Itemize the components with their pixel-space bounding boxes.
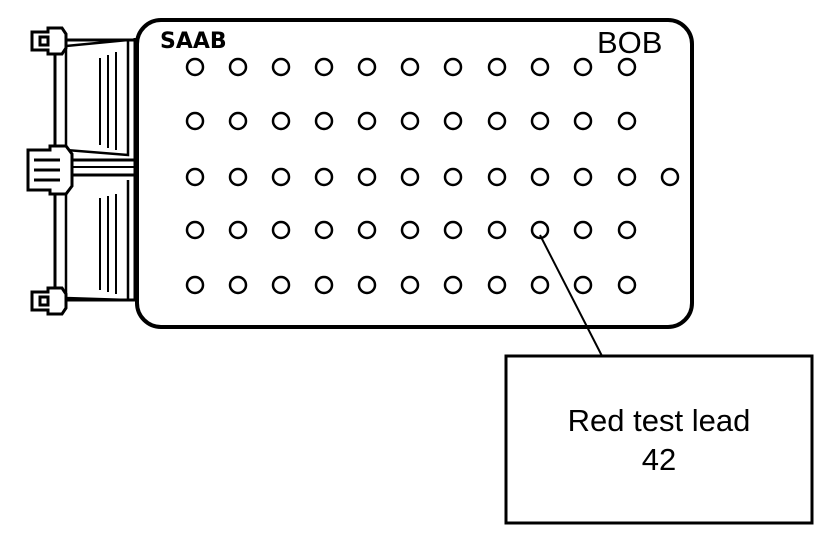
pin-hole bbox=[400, 111, 420, 131]
pin-hole bbox=[617, 220, 637, 240]
pin-hole bbox=[185, 57, 205, 77]
pin-hole bbox=[228, 57, 248, 77]
pin-hole bbox=[530, 275, 550, 295]
pin-hole bbox=[271, 275, 291, 295]
pin-hole bbox=[271, 167, 291, 187]
callout-line-1: Red test lead bbox=[568, 403, 751, 438]
pin-hole bbox=[443, 111, 463, 131]
pin-hole bbox=[617, 167, 637, 187]
pin-hole bbox=[530, 57, 550, 77]
pin-hole bbox=[357, 275, 377, 295]
pin-hole bbox=[271, 57, 291, 77]
pin-hole bbox=[530, 220, 550, 240]
plug-top bbox=[30, 26, 68, 56]
pin-hole bbox=[400, 57, 420, 77]
pin-hole bbox=[660, 167, 680, 187]
pin-hole bbox=[400, 275, 420, 295]
pin-hole bbox=[357, 57, 377, 77]
pin-hole bbox=[400, 220, 420, 240]
pin-hole bbox=[228, 275, 248, 295]
pin-hole bbox=[530, 111, 550, 131]
pin-hole bbox=[314, 57, 334, 77]
leader-line bbox=[539, 234, 603, 357]
pin-hole bbox=[228, 111, 248, 131]
pin-hole bbox=[314, 275, 334, 295]
pin-hole bbox=[357, 220, 377, 240]
pin-hole bbox=[487, 111, 507, 131]
pin-hole bbox=[271, 111, 291, 131]
pin-hole bbox=[573, 167, 593, 187]
pin-hole bbox=[443, 57, 463, 77]
pin-hole bbox=[573, 111, 593, 131]
pin-hole bbox=[530, 167, 550, 187]
breakout-box bbox=[135, 18, 694, 329]
pin-hole bbox=[314, 111, 334, 131]
pin-hole bbox=[314, 220, 334, 240]
pin-hole bbox=[443, 220, 463, 240]
pin-hole bbox=[400, 167, 420, 187]
pin-hole bbox=[357, 111, 377, 131]
pin-hole bbox=[228, 167, 248, 187]
callout-line-2: 42 bbox=[642, 442, 676, 477]
callout-box bbox=[504, 354, 814, 525]
plug-middle bbox=[26, 144, 74, 196]
pin-hole bbox=[487, 167, 507, 187]
pin-hole bbox=[443, 167, 463, 187]
pin-hole bbox=[185, 167, 205, 187]
pin-hole bbox=[617, 57, 637, 77]
pin-hole bbox=[357, 167, 377, 187]
box-label: BOB bbox=[597, 25, 662, 60]
pin-hole bbox=[443, 275, 463, 295]
pin-hole bbox=[487, 220, 507, 240]
brand-label: SAAB bbox=[160, 29, 227, 54]
pin-grid bbox=[185, 57, 680, 295]
pin-hole bbox=[228, 220, 248, 240]
pin-hole bbox=[185, 275, 205, 295]
pin-hole bbox=[617, 275, 637, 295]
pin-hole bbox=[573, 57, 593, 77]
pin-hole bbox=[185, 111, 205, 131]
pin-hole bbox=[617, 111, 637, 131]
pin-hole bbox=[314, 167, 334, 187]
plug-bottom bbox=[30, 286, 68, 316]
pin-hole bbox=[573, 220, 593, 240]
pin-hole bbox=[573, 275, 593, 295]
pin-hole bbox=[185, 220, 205, 240]
pin-hole bbox=[271, 220, 291, 240]
pin-hole bbox=[487, 57, 507, 77]
pin-hole bbox=[487, 275, 507, 295]
